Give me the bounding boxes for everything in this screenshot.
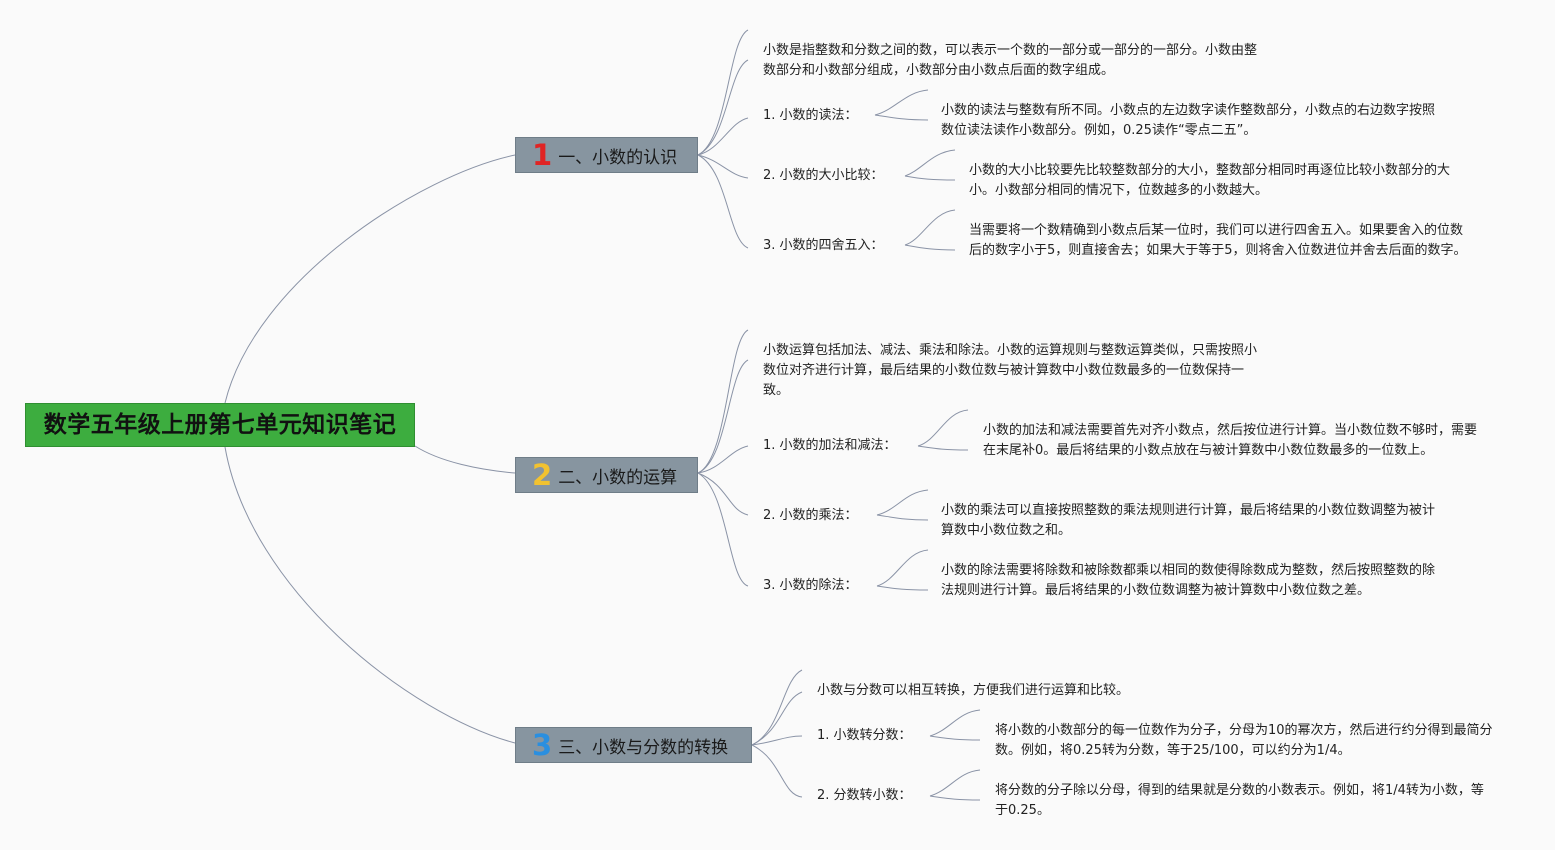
- subtopic-label[interactable]: 3. 小数的除法：: [763, 578, 858, 593]
- subtopic-detail[interactable]: 小数的读法与整数有所不同。小数点的左边数字读作整数部分，小数点的右边数字按照数位…: [941, 103, 1436, 138]
- branch-title: 一、小数的认识: [558, 147, 678, 168]
- subtopic-label[interactable]: 3. 小数的四舍五入：: [763, 238, 884, 253]
- subtopic-label[interactable]: 2. 小数的大小比较：: [763, 168, 884, 183]
- root-topic[interactable]: 数学五年级上册第七单元知识笔记: [25, 403, 415, 447]
- number-1-icon: 1: [532, 138, 553, 172]
- subtopic-detail[interactable]: 当需要将一个数精确到小数点后某一位时，我们可以进行四舍五入。如果要舍入的位数后的…: [969, 223, 1467, 258]
- branch-topic-2[interactable]: 2 二、小数的运算: [515, 457, 698, 493]
- branch-topic-3[interactable]: 3 三、小数与分数的转换: [515, 727, 752, 763]
- subtopic-detail[interactable]: 将小数的小数部分的每一位数作为分子，分母为10的幂次方，然后进行约分得到最简分数…: [995, 723, 1493, 758]
- subtopic-label[interactable]: 1. 小数的加法和减法：: [763, 438, 897, 453]
- topic-intro[interactable]: 小数运算包括加法、减法、乘法和除法。小数的运算规则与整数运算类似，只需按照小数位…: [763, 343, 1258, 398]
- subtopic-label[interactable]: 1. 小数转分数：: [817, 728, 912, 743]
- subtopic-label[interactable]: 1. 小数的读法：: [763, 108, 858, 123]
- subtopic-label[interactable]: 2. 分数转小数：: [817, 788, 912, 803]
- branch-title: 二、小数的运算: [558, 467, 678, 488]
- branch-topic-1[interactable]: 1 一、小数的认识: [515, 137, 698, 173]
- subtopic-detail[interactable]: 小数的大小比较要先比较整数部分的大小，整数部分相同时再逐位比较小数部分的大小。小…: [969, 163, 1451, 198]
- subtopic-detail[interactable]: 小数的加法和减法需要首先对齐小数点，然后按位进行计算。当小数位数不够时，需要在末…: [983, 423, 1478, 458]
- subtopic-detail[interactable]: 小数的乘法可以直接按照整数的乘法规则进行计算，最后将结果的小数位数调整为被计算数…: [941, 503, 1436, 538]
- topic-intro[interactable]: 小数与分数可以相互转换，方便我们进行运算和比较。: [817, 683, 1130, 698]
- subtopic-detail[interactable]: 小数的除法需要将除数和被除数都乘以相同的数使得除数成为整数，然后按照整数的除法规…: [941, 563, 1436, 598]
- subtopic-detail[interactable]: 将分数的分子除以分母，得到的结果就是分数的小数表示。例如，将1/4转为小数，等于…: [995, 783, 1484, 818]
- topic-intro[interactable]: 小数是指整数和分数之间的数，可以表示一个数的一部分或一部分的一部分。小数由整数部…: [763, 43, 1258, 78]
- number-3-icon: 3: [532, 728, 553, 762]
- number-2-icon: 2: [532, 458, 553, 492]
- branch-title: 三、小数与分数的转换: [558, 737, 729, 758]
- subtopic-label[interactable]: 2. 小数的乘法：: [763, 508, 858, 523]
